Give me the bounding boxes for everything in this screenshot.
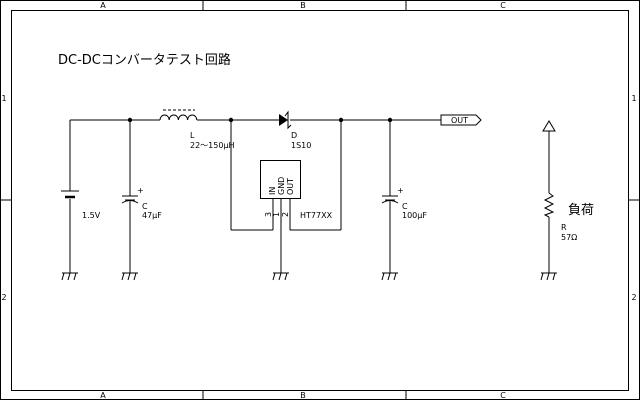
ic-pin-number-3: 3 [264,212,273,217]
battery-value: 1.5V [82,211,101,220]
out-port: OUT [440,114,482,126]
inductor-ref: L [190,131,195,140]
ic-pin-number-1: 1 [272,212,281,217]
ground-load [540,272,557,281]
input-capacitor-symbol [121,195,139,204]
junction-dot [338,117,344,123]
junction-dot [387,117,393,123]
ground-input-capacitor [121,272,138,281]
load-power-arrow [542,120,556,132]
output-capacitor-polarity: + [397,186,404,195]
input-capacitor-polarity: + [137,186,144,195]
output-capacitor-value: 100μF [402,211,427,220]
diode-value: 1S10 [291,141,311,150]
row-label-2-right: 2 [631,293,636,302]
ic-pin-label-out: OUT [286,178,295,195]
col-label-a-bottom: A [100,391,106,400]
row-label-1-right: 1 [631,94,636,103]
col-label-b-bottom: B [300,391,306,400]
input-capacitor-ref: C [142,202,148,211]
junction-dot [127,117,133,123]
output-capacitor-symbol [381,195,399,204]
ic-pin-label-in: IN [268,187,277,195]
battery-symbol [61,190,79,199]
ic-pin-number-2: 2 [281,212,290,217]
row-label-2: 2 [1,293,6,302]
col-label-c: C [500,1,506,10]
col-label-c-bottom: C [500,391,506,400]
inductor-symbol [159,109,198,121]
load-resistor-value: 57Ω [561,233,577,242]
ic-part-number: HT77XX [300,211,333,220]
inductor-value: 22～150μH [190,141,235,150]
input-capacitor-value: 47μF [142,211,162,220]
circuit-title: DC-DCコンバータテスト回路 [58,52,231,68]
row-label-1: 1 [1,94,6,103]
ic-pin-label-gnd: GND [277,177,286,195]
regulator-ic: IN GND OUT 3 1 2 [260,160,301,217]
junctions [127,117,393,123]
ground-battery [61,272,78,281]
diode-ref: D [291,131,297,140]
output-capacitor-ref: C [402,202,408,211]
wires [69,119,550,273]
ground-output-capacitor [381,272,398,281]
diode-symbol [279,110,292,130]
col-label-b: B [300,1,306,10]
load-label: 負荷 [568,203,594,218]
out-port-label: OUT [451,116,468,125]
junction-dot [228,117,234,123]
ground-ic [272,272,289,281]
load-resistor-symbol [543,192,555,218]
col-label-a: A [100,1,106,10]
load-resistor-ref: R [561,223,567,232]
ground-symbols [61,272,557,281]
